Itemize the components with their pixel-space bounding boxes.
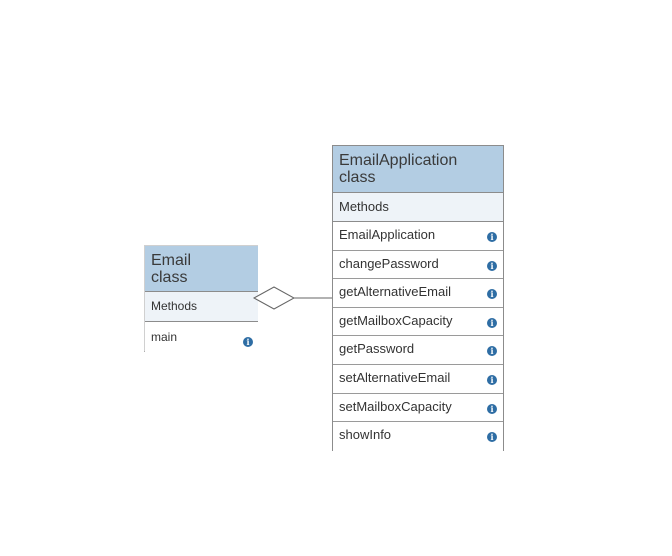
method-name: EmailApplication	[339, 227, 436, 242]
method-name: getMailboxCapacity	[339, 312, 453, 328]
info-icon[interactable]: i	[487, 403, 497, 414]
class-name: Email	[151, 252, 192, 269]
methods-section-label: Methods	[333, 193, 503, 222]
email-class-box[interactable]: Email class Methods main i	[144, 245, 258, 352]
info-icon[interactable]: i	[487, 432, 497, 443]
aggregation-diamond	[252, 286, 296, 310]
info-icon[interactable]: i	[487, 374, 497, 385]
method-name: getAlternativeEmail	[339, 284, 451, 300]
method-row[interactable]: getAlternativeEmail i	[333, 279, 503, 308]
class-stereotype: class	[339, 169, 376, 186]
method-row[interactable]: showInfo i	[333, 422, 503, 451]
method-row[interactable]: setAlternativeEmail i	[333, 364, 503, 394]
email-class-header[interactable]: Email class	[145, 246, 258, 292]
method-name: main	[151, 330, 178, 344]
class-name: EmailApplication	[339, 152, 458, 169]
method-row[interactable]: EmailApplication i	[333, 222, 503, 251]
info-icon[interactable]: i	[487, 289, 497, 300]
info-icon[interactable]: i	[487, 317, 497, 328]
info-icon[interactable]: i	[487, 346, 497, 357]
emailapplication-class-box[interactable]: EmailApplication class Methods EmailAppl…	[332, 145, 504, 451]
info-icon[interactable]: i	[487, 232, 497, 242]
method-name: changePassword	[339, 255, 439, 271]
method-name: getPassword	[339, 341, 415, 357]
info-icon[interactable]: i	[243, 337, 253, 347]
info-icon[interactable]: i	[487, 260, 497, 271]
method-name: setMailboxCapacity	[339, 398, 452, 414]
method-row[interactable]: changePassword i	[333, 250, 503, 280]
class-stereotype: class	[151, 269, 188, 286]
method-row[interactable]: setMailboxCapacity i	[333, 393, 503, 423]
method-row[interactable]: getPassword i	[333, 336, 503, 365]
method-row[interactable]: getMailboxCapacity i	[333, 307, 503, 337]
method-row-main[interactable]: main i	[145, 322, 258, 352]
method-name: setAlternativeEmail	[339, 369, 451, 385]
methods-section-label: Methods	[145, 292, 258, 322]
method-name: showInfo	[339, 427, 392, 443]
emailapplication-class-header[interactable]: EmailApplication class	[333, 146, 503, 193]
